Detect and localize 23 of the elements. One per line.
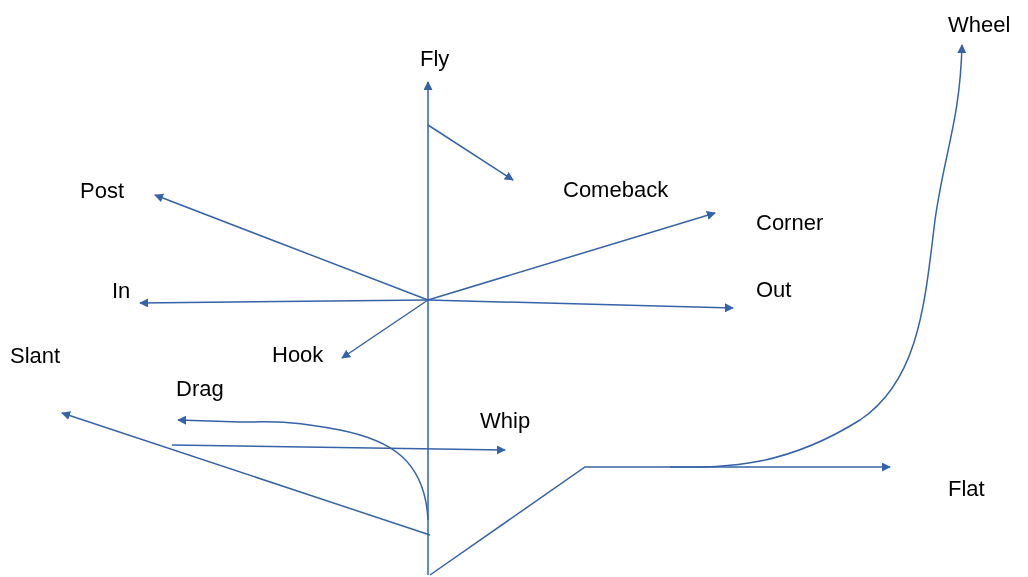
route-label: Hook [272, 342, 324, 368]
route-arrow [139, 298, 429, 308]
route-arrow [427, 124, 514, 181]
route-label: Slant [10, 343, 61, 369]
route-arrow [177, 415, 429, 521]
route-arrow [171, 444, 506, 455]
route-label: In [112, 278, 131, 304]
route-arrow [429, 462, 891, 576]
route-label: Post [80, 178, 125, 204]
route-label: Out [756, 277, 792, 303]
route-label: Comeback [563, 177, 669, 203]
route-arrow [427, 211, 716, 301]
route-label: Fly [420, 46, 450, 72]
route-arrow [61, 411, 431, 536]
route-arrow [341, 299, 429, 359]
route-label: Whip [480, 408, 531, 434]
route-label: Drag [176, 376, 224, 402]
route-arrow [154, 193, 429, 301]
route-label: Wheel [948, 12, 1011, 38]
route-label: Flat [948, 476, 985, 502]
route-arrow [427, 299, 734, 313]
route-arrow [423, 81, 433, 576]
route-label: Corner [756, 210, 824, 236]
